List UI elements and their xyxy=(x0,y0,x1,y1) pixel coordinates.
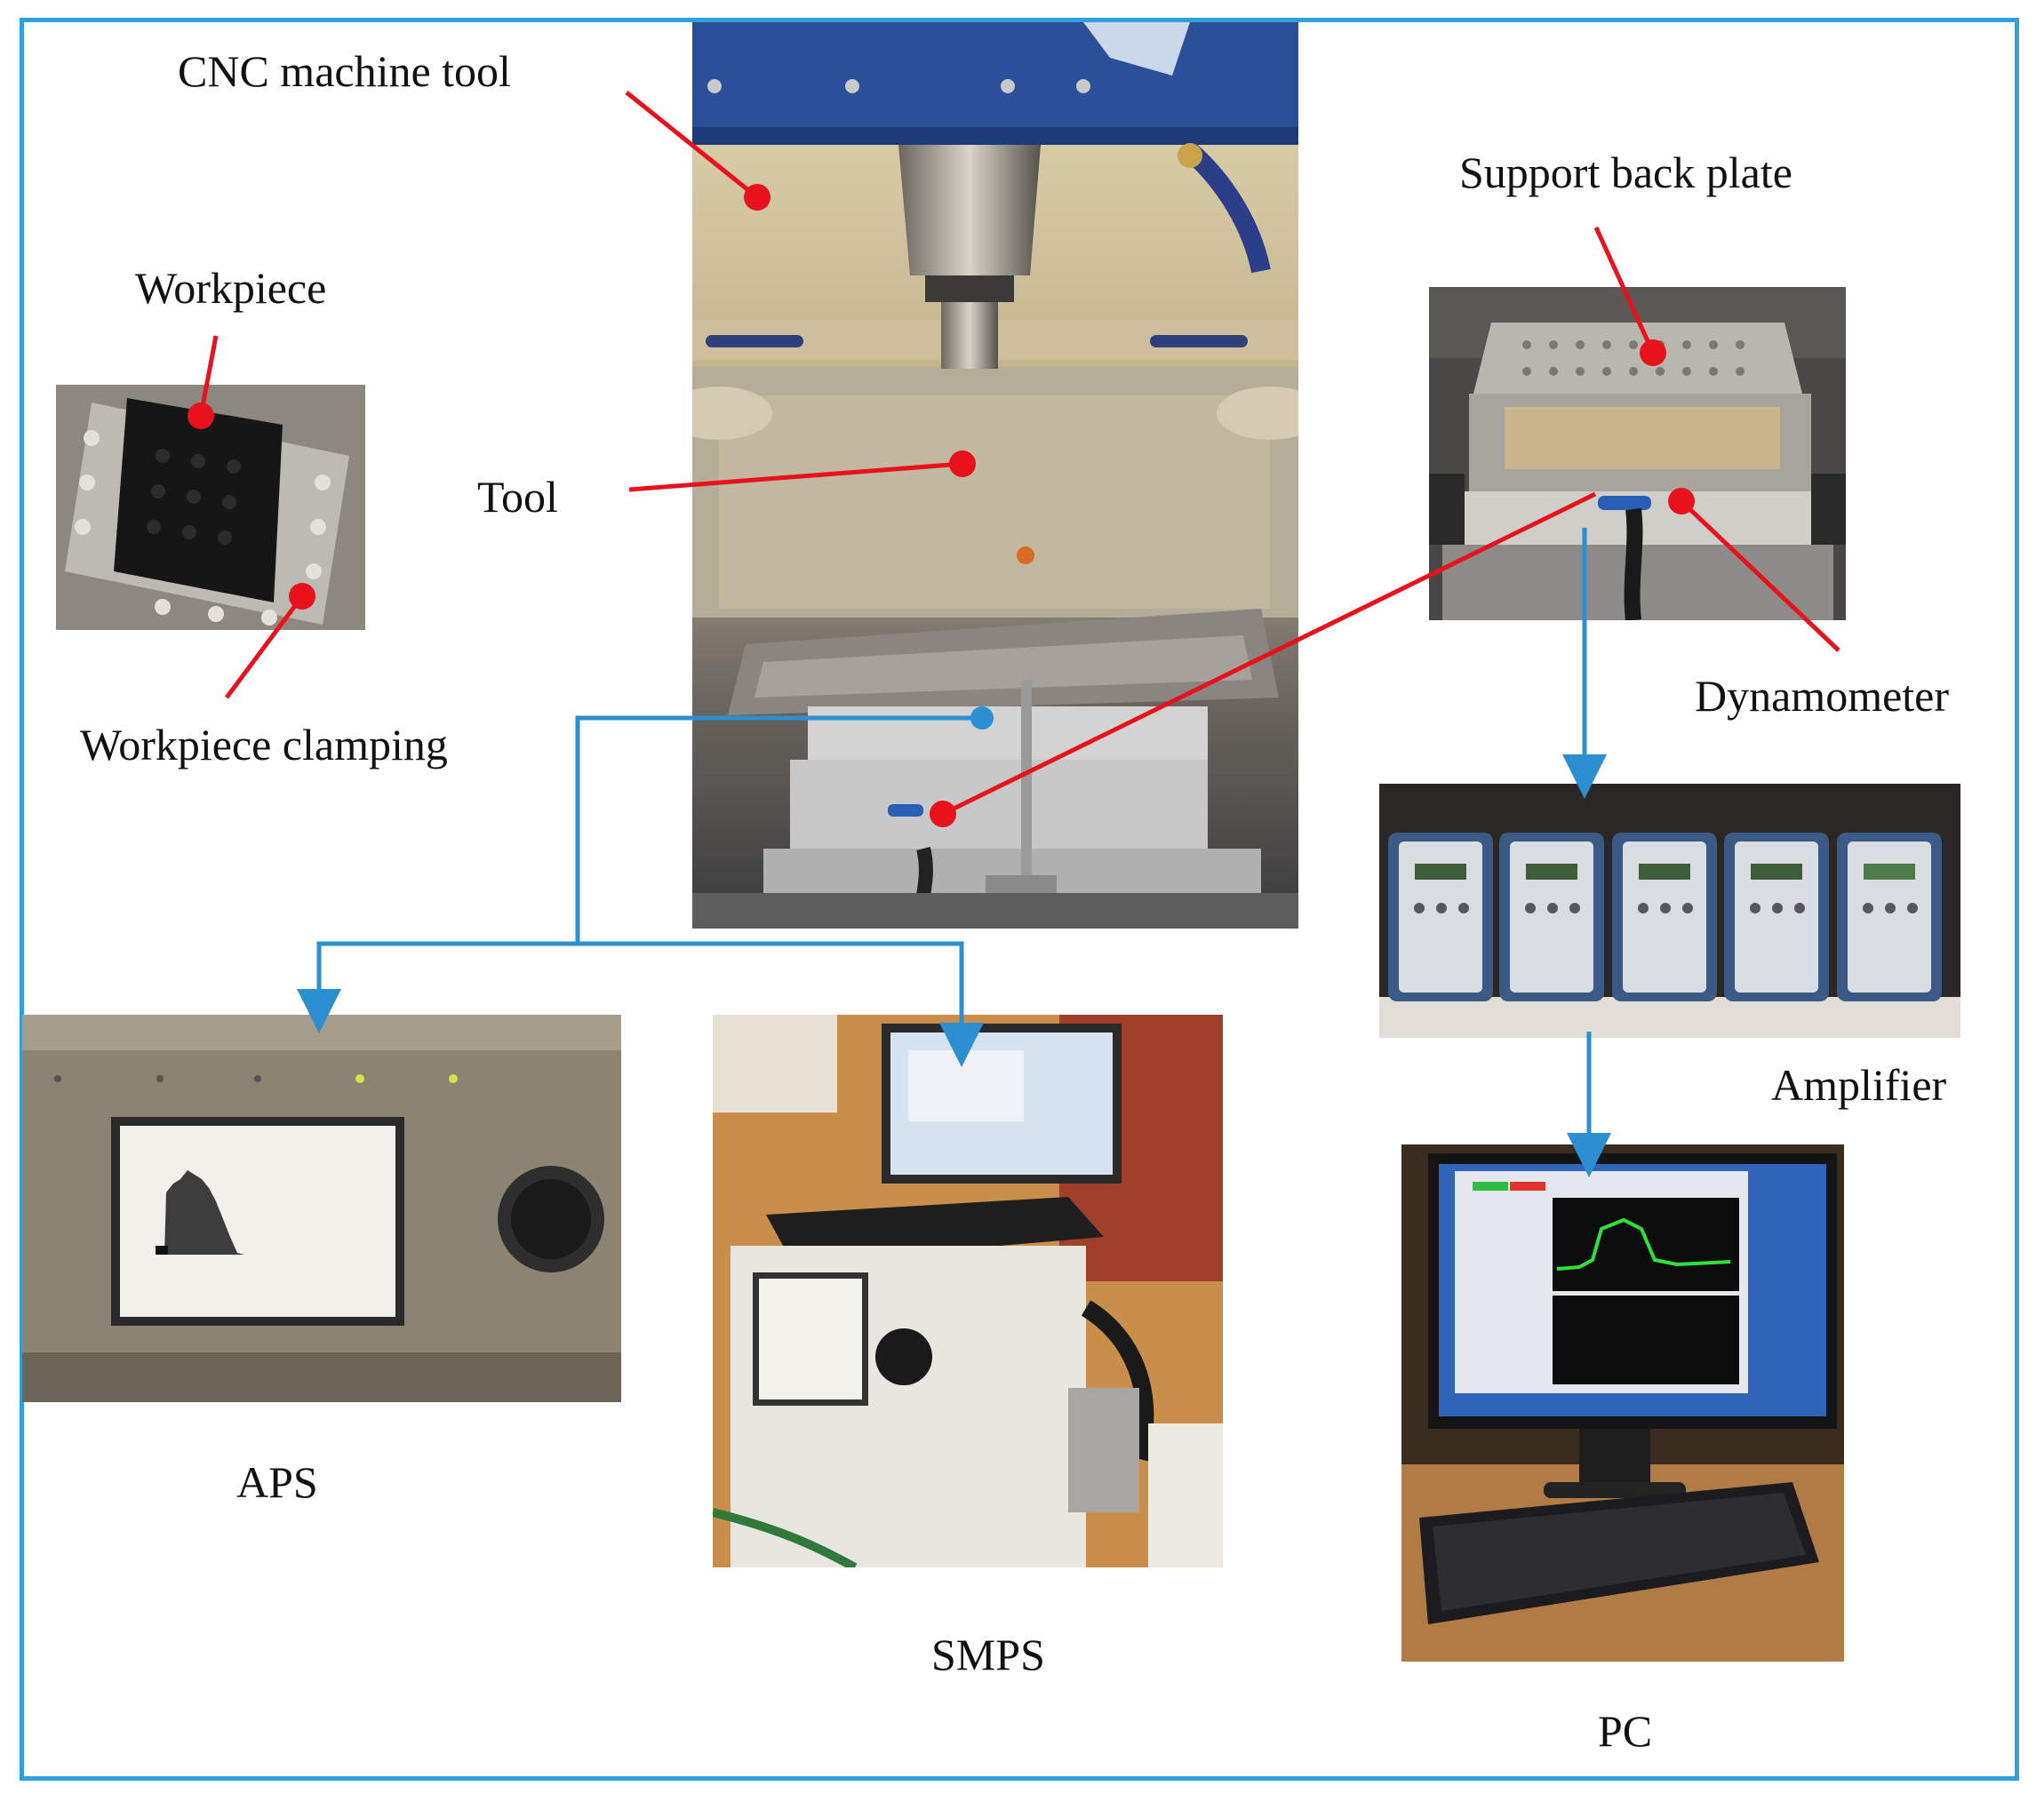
label-support-back-plate: Support back plate xyxy=(1459,148,1792,197)
fixture-pointer-line xyxy=(941,491,1597,817)
clamping-pointer-line xyxy=(224,594,305,699)
sampling-line xyxy=(575,715,982,944)
dynamometer-photo xyxy=(1429,287,1846,620)
label-cnc-machine-tool: CNC machine tool xyxy=(178,46,511,96)
tool-pointer-dot xyxy=(949,450,976,477)
label-smps: SMPS xyxy=(931,1630,1045,1679)
fixture-pointer-dot xyxy=(930,801,956,827)
cnc-machine-photo xyxy=(692,22,1298,929)
aps-arrow xyxy=(297,941,578,1033)
label-workpiece-clamping: Workpiece clamping xyxy=(80,720,448,769)
label-dynamometer: Dynamometer xyxy=(1695,671,1950,721)
workpiece-pointer-line xyxy=(198,335,219,417)
dynamometer-pointer-dot xyxy=(1668,488,1695,514)
clamping-pointer-dot xyxy=(289,583,315,610)
workpiece-pointer-dot xyxy=(188,403,214,429)
tool-pointer-line xyxy=(628,461,963,492)
smps-arrow xyxy=(578,941,984,1067)
label-workpiece: Workpiece xyxy=(135,263,327,313)
aps-photo xyxy=(22,1015,621,1402)
label-aps: APS xyxy=(236,1457,318,1507)
amplifier-photo xyxy=(1379,784,1960,1038)
figure-frame xyxy=(20,18,2019,1781)
label-tool: Tool xyxy=(477,472,558,522)
support-pointer-dot xyxy=(1640,339,1666,366)
pc-photo xyxy=(1401,1144,1844,1662)
sampling-point-dot xyxy=(970,706,994,730)
dynamometer-pointer-line xyxy=(1680,499,1840,652)
cnc-pointer-dot xyxy=(744,184,770,211)
support-pointer-line xyxy=(1593,226,1656,355)
cnc-pointer-line xyxy=(625,91,759,199)
smps-photo xyxy=(713,1015,1223,1567)
label-amplifier: Amplifier xyxy=(1771,1060,1947,1110)
workpiece-photo xyxy=(56,385,365,630)
label-pc: PC xyxy=(1598,1706,1653,1756)
